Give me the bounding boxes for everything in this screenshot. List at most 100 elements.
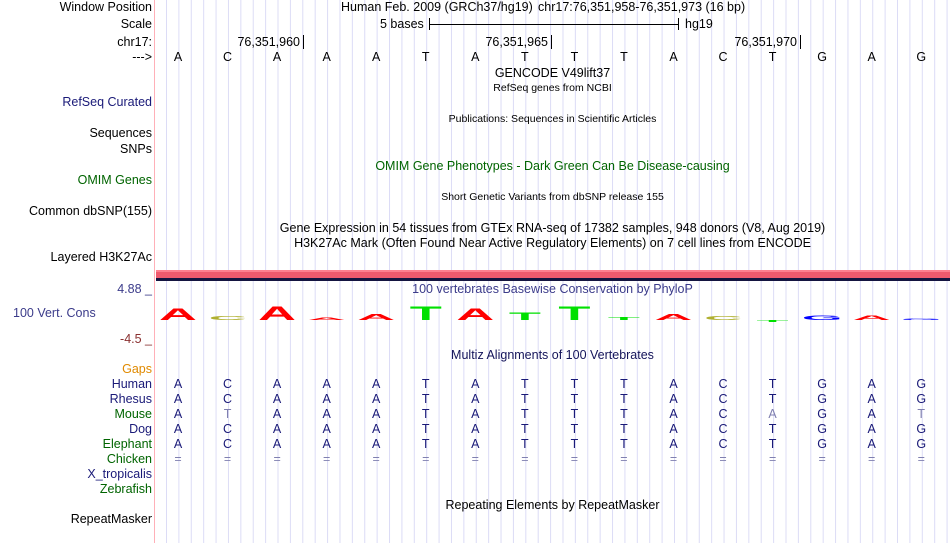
alignment-base: A <box>669 377 678 391</box>
alignment-base: C <box>223 422 233 436</box>
alignment-base: A <box>322 407 331 421</box>
alignment-base: = <box>322 452 331 466</box>
tick-1: 76,351,960 <box>237 35 304 49</box>
dbsnp-track-label[interactable]: Common dbSNP(155) <box>29 204 152 218</box>
base-letter: C <box>718 50 728 64</box>
phylop-score-letter: A <box>655 313 693 322</box>
phylop-score-letter: A <box>456 305 494 324</box>
species-label[interactable]: Elephant <box>102 437 152 451</box>
alignment-base: C <box>223 377 233 391</box>
alignment-base: A <box>867 392 876 406</box>
alignment-base: A <box>272 392 282 406</box>
alignment-base: C <box>223 437 233 451</box>
phylop-score-letter: C <box>704 315 742 321</box>
alignment-base: A <box>173 407 183 421</box>
species-label[interactable]: Dog <box>129 422 152 436</box>
alignment-base: A <box>669 392 678 406</box>
base-letter: A <box>669 50 678 64</box>
tick-2: 76,351,965 <box>485 35 552 49</box>
species-label[interactable]: Rhesus <box>109 392 152 406</box>
alignment-base: = <box>669 452 678 466</box>
alignment-base: T <box>421 422 430 436</box>
phylop-score-letter: G <box>901 319 942 321</box>
phylop-score-letter: T <box>558 303 590 324</box>
species-label[interactable]: X_tropicalis <box>87 467 152 481</box>
alignment-base: A <box>471 377 480 391</box>
alignment-base: A <box>272 437 282 451</box>
base-letter: T <box>768 50 777 64</box>
alignment-base: = <box>372 452 380 466</box>
phylop-score-letter: C <box>209 315 247 322</box>
alignment-base: = <box>917 452 925 466</box>
alignment-base: G <box>916 437 927 451</box>
alignment-base: G <box>916 392 927 406</box>
alignment-base: A <box>173 437 183 451</box>
base-letter: A <box>173 50 183 64</box>
alignment-base: = <box>719 452 727 466</box>
alignment-base: A <box>867 422 876 436</box>
repeatmasker-track-label[interactable]: RepeatMasker <box>70 512 152 526</box>
alignment-base: T <box>570 437 579 451</box>
alignment-base: C <box>223 392 233 406</box>
phylop-score-letter: G <box>802 314 843 321</box>
species-label[interactable]: Human <box>111 377 152 391</box>
alignment-base: T <box>620 392 628 406</box>
alignment-base: = <box>570 452 579 466</box>
alignment-base: T <box>521 407 529 421</box>
species-label[interactable]: Chicken <box>106 452 152 466</box>
gencode-track-title[interactable]: GENCODE V49lift37 <box>494 66 611 80</box>
alignment-base: T <box>768 377 777 391</box>
h3k27ac-baseline <box>156 278 950 281</box>
alignment-base: C <box>718 407 728 421</box>
alignment-base: = <box>620 452 628 466</box>
species-label[interactable]: Zebrafish <box>99 482 152 496</box>
species-label[interactable]: Mouse <box>114 407 152 421</box>
alignment-base: C <box>718 437 728 451</box>
phylop-track-label[interactable]: 100 Vert. Cons <box>13 306 96 320</box>
alignment-base: A <box>322 422 331 436</box>
alignment-base: = <box>273 452 281 466</box>
alignment-base: = <box>768 452 777 466</box>
base-letter: T <box>620 50 628 64</box>
phylop-min-label: -4.5 _ <box>120 332 152 346</box>
alignment-base: T <box>570 392 579 406</box>
alignment-base: A <box>867 407 876 421</box>
alignment-base: G <box>817 437 827 451</box>
phylop-score-letter: A <box>853 314 891 321</box>
alignment-base: C <box>718 377 728 391</box>
strand-label[interactable]: ---> <box>132 50 152 64</box>
phylop-score-letter: T <box>608 316 640 321</box>
alignment-base: T <box>521 392 529 406</box>
sequences-track-label[interactable]: Sequences <box>89 126 152 140</box>
base-letter: T <box>570 50 579 64</box>
scale-text: 5 bases <box>380 17 424 31</box>
gaps-label: Gaps <box>122 362 152 376</box>
phylop-score-letter: A <box>308 317 346 321</box>
alignment-base: = <box>471 452 479 466</box>
base-letter: C <box>223 50 233 64</box>
alignment-base: T <box>570 422 579 436</box>
alignment-base: T <box>768 437 777 451</box>
alignment-base: T <box>421 377 430 391</box>
h3k27ac-track-title: H3K27Ac Mark (Often Found Near Active Re… <box>294 236 811 250</box>
h3k27ac-track-label[interactable]: Layered H3K27Ac <box>50 250 152 264</box>
alignment-base: A <box>272 377 282 391</box>
phylop-track-title: 100 vertebrates Basewise Conservation by… <box>412 282 693 296</box>
alignment-base: = <box>174 452 182 466</box>
alignment-base: G <box>916 422 927 436</box>
omim-track-label[interactable]: OMIM Genes <box>77 173 152 187</box>
dbsnp-track-title: Short Genetic Variants from dbSNP releas… <box>441 191 664 203</box>
alignment-base: T <box>620 407 628 421</box>
alignment-base: A <box>669 422 678 436</box>
alignment-base: G <box>817 407 827 421</box>
base-letter: A <box>272 50 282 64</box>
refseq-track-label[interactable]: RefSeq Curated <box>62 95 152 109</box>
alignment-base: G <box>817 422 827 436</box>
base-letter: T <box>521 50 529 64</box>
alignment-base: G <box>817 377 827 391</box>
snps-track-label[interactable]: SNPs <box>120 142 152 156</box>
alignment-base: = <box>223 452 232 466</box>
alignment-base: A <box>272 407 282 421</box>
alignment-base: T <box>768 392 777 406</box>
